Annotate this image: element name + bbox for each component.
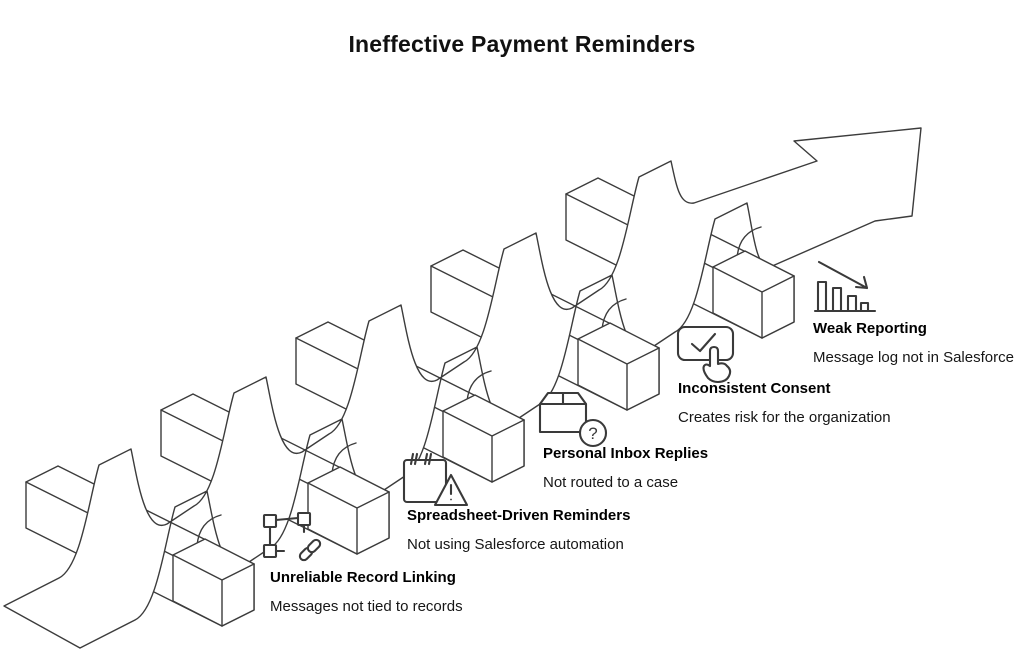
- list-item: Inconsistent Consent Creates risk for th…: [678, 380, 891, 426]
- item-description: Message log not in Salesforce: [813, 349, 1014, 366]
- item-description: Not using Salesforce automation: [407, 536, 624, 553]
- declining-chart-icon: [813, 260, 877, 313]
- item-heading: Inconsistent Consent: [678, 380, 831, 397]
- calendar-warning-icon: [402, 452, 469, 507]
- item-heading: Unreliable Record Linking: [270, 569, 456, 586]
- item-heading: Weak Reporting: [813, 320, 927, 337]
- item-description: Messages not tied to records: [270, 598, 463, 615]
- ribbon-arrow-path: [3, 127, 922, 649]
- list-item: Spreadsheet-Driven Reminders Not using S…: [407, 507, 630, 553]
- hurdle-bar-front-segments: [172, 250, 795, 627]
- list-item: Unreliable Record Linking Messages not t…: [270, 569, 463, 615]
- item-description: Not routed to a case: [543, 474, 679, 491]
- item-heading: Spreadsheet-Driven Reminders: [407, 507, 631, 524]
- item-heading: Personal Inbox Replies: [543, 445, 709, 462]
- list-item: Personal Inbox Replies Not routed to a c…: [543, 445, 708, 491]
- item-description: Creates risk for the organization: [678, 409, 891, 426]
- page-title: Ineffective Payment Reminders: [348, 31, 696, 57]
- consent-tap-icon: [676, 325, 735, 384]
- record-linking-icon: [262, 511, 322, 562]
- svg-text:?: ?: [588, 424, 597, 443]
- list-item: Weak Reporting Message log not in Salesf…: [813, 320, 1014, 366]
- box-question-icon: ?: [538, 391, 608, 448]
